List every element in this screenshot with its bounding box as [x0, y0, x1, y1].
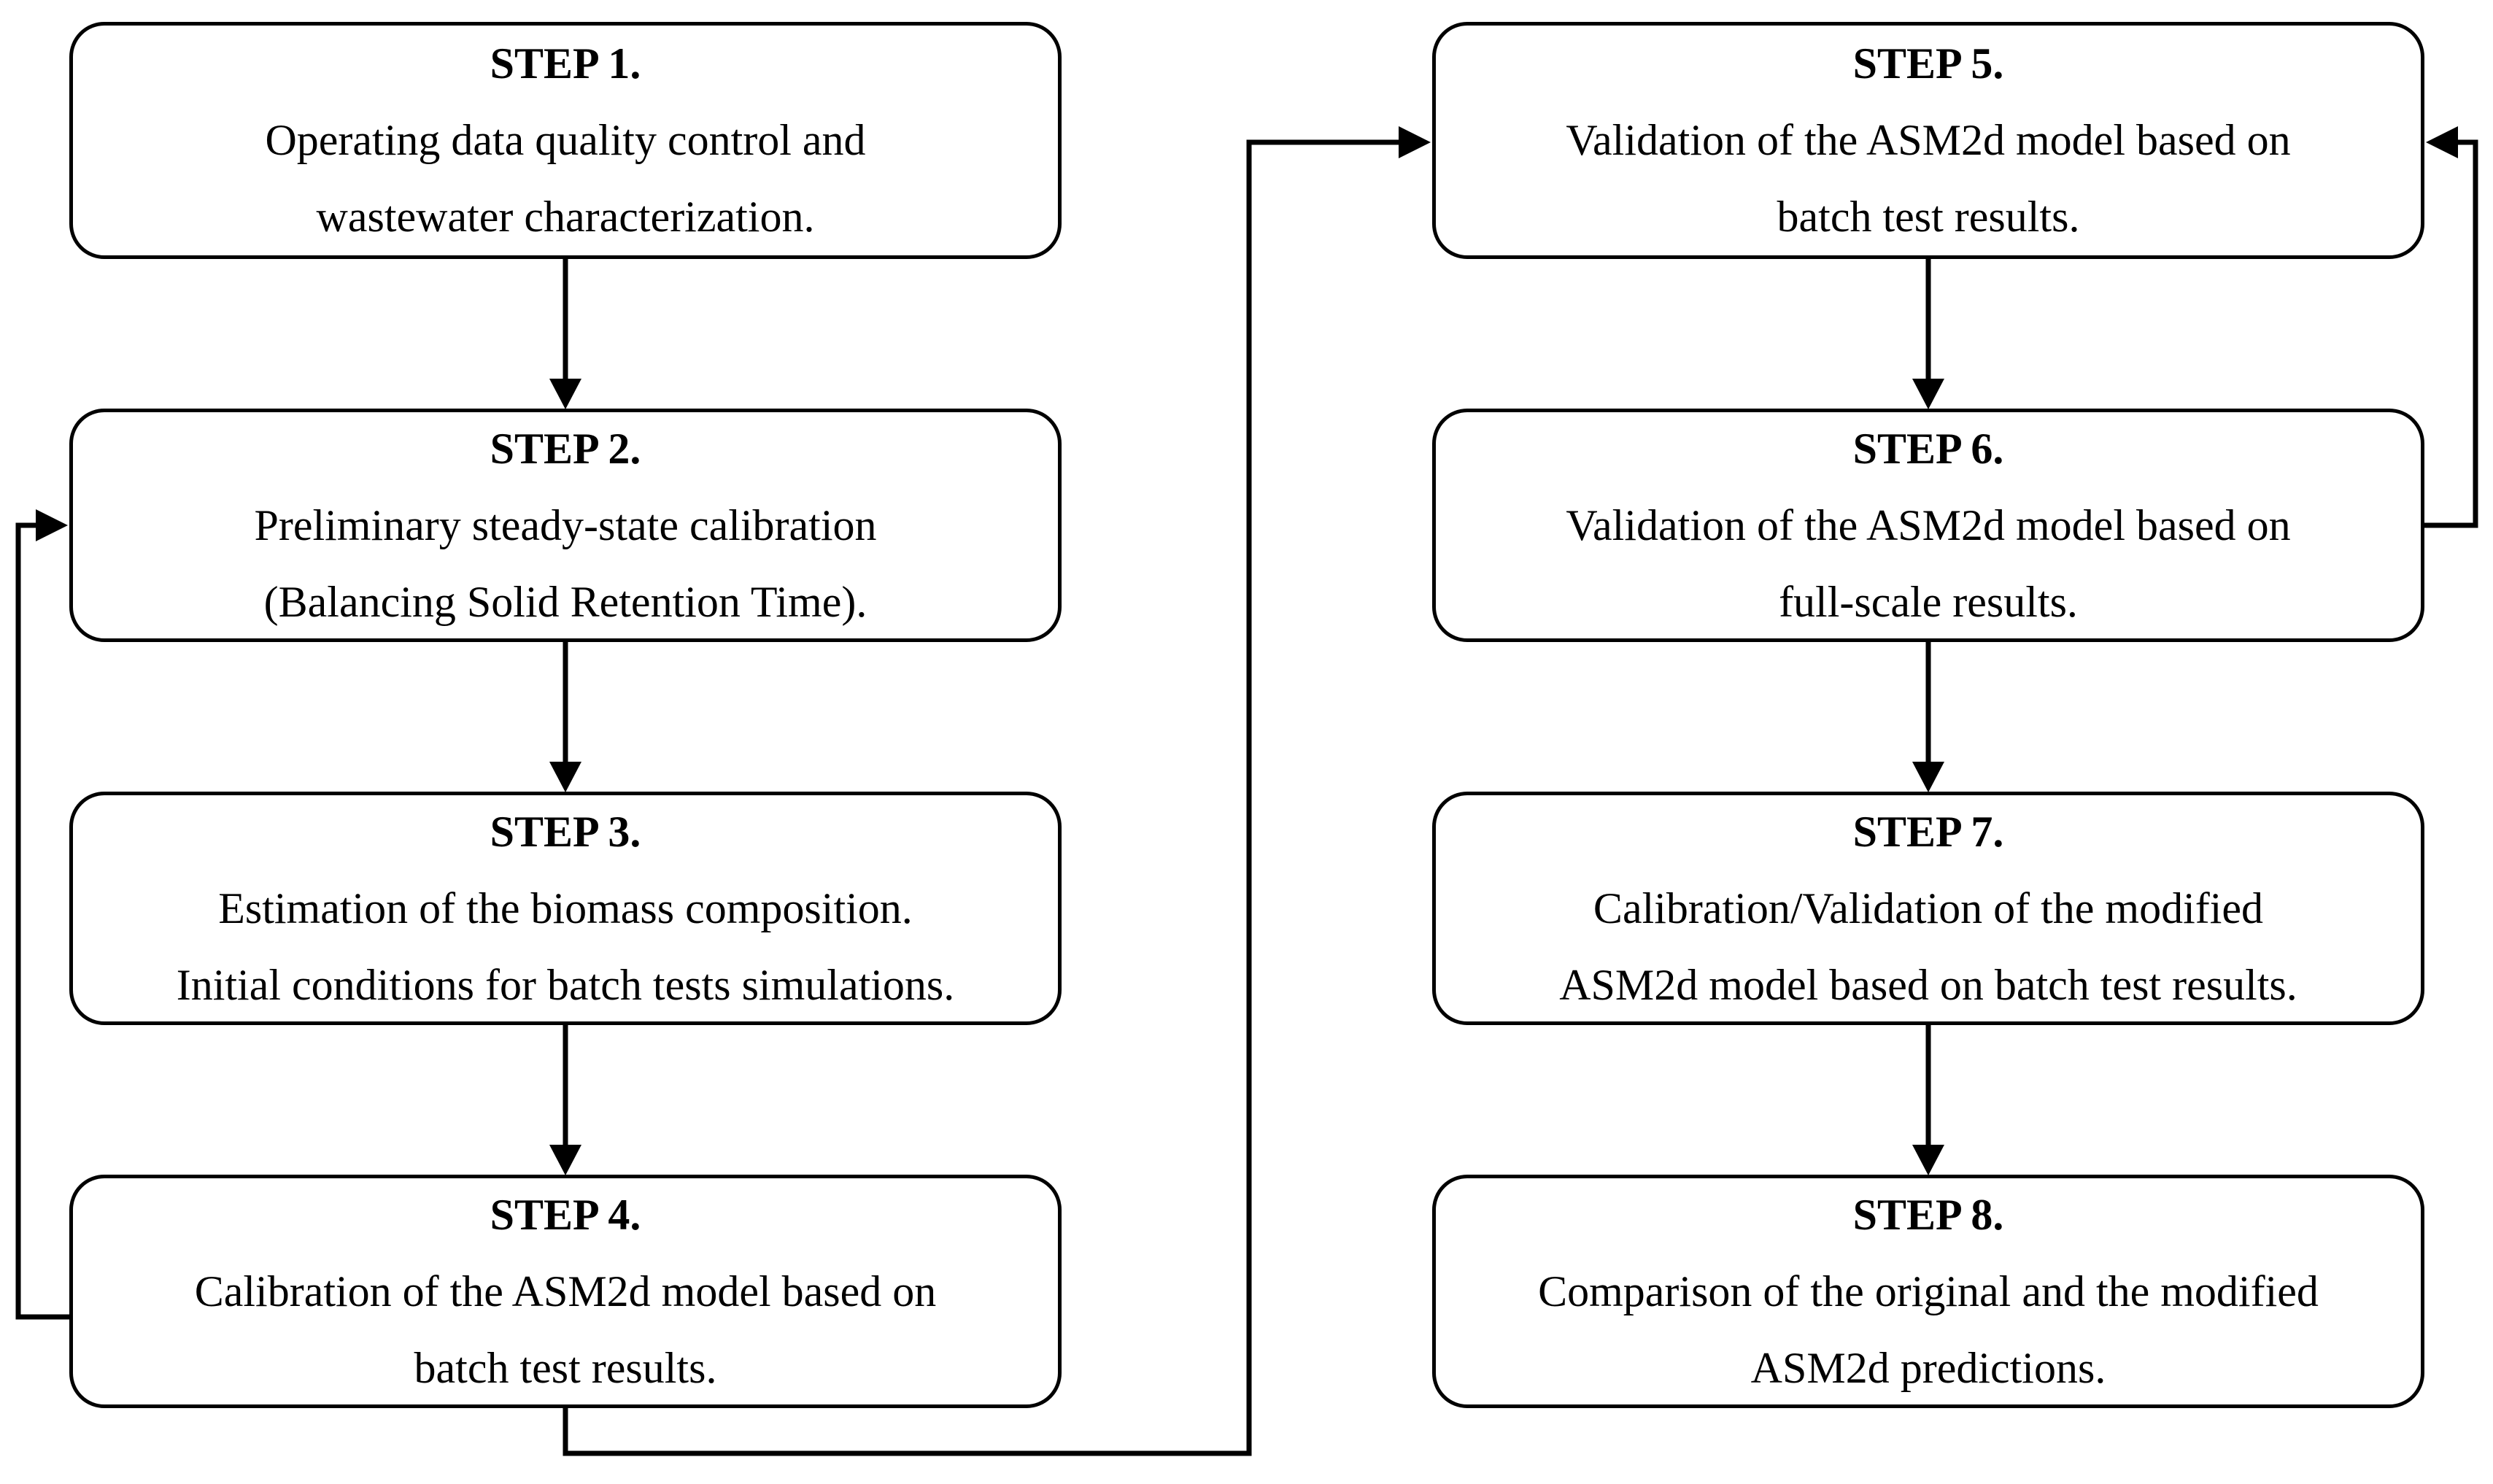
- arrow-step1-to-step2-head: [549, 379, 581, 409]
- step-6-text-line-1: Validation of the ASM2d model based on: [1566, 501, 2291, 549]
- step-1-title: STEP 1.: [490, 39, 641, 88]
- step-6-title: STEP 6.: [1852, 424, 2004, 473]
- step-1-text-line-2: wastewater characterization.: [316, 193, 815, 241]
- step-2-text-line-2: (Balancing Solid Retention Time).: [263, 577, 867, 626]
- step-1-text-line-1: Operating data quality control and: [265, 116, 866, 164]
- step-8-title: STEP 8.: [1852, 1190, 2004, 1239]
- step-2-text-line-1: Preliminary steady-state calibration: [254, 501, 877, 549]
- feedback-step4-to-step2-line: [15, 522, 69, 1320]
- step-8-box: STEP 8. Comparison of the original and t…: [1432, 1175, 2424, 1408]
- step-3-text-line-2: Initial conditions for batch tests simul…: [176, 960, 955, 1009]
- step-7-text-line-2: ASM2d model based on batch test results.: [1559, 960, 2297, 1009]
- step-3-text-line-1: Estimation of the biomass composition.: [218, 884, 913, 932]
- step-1-box: STEP 1. Operating data quality control a…: [69, 22, 1062, 259]
- step-5-text-line-1: Validation of the ASM2d model based on: [1566, 116, 2291, 164]
- arrow-step3-to-step4-head: [549, 1145, 581, 1175]
- step-2-box: STEP 2. Preliminary steady-state calibra…: [69, 409, 1062, 642]
- step-5-box: STEP 5. Validation of the ASM2d model ba…: [1432, 22, 2424, 259]
- step-5-text-line-2: batch test results.: [1777, 193, 2080, 241]
- step-5-title: STEP 5.: [1852, 39, 2004, 88]
- arrow-step7-to-step8-head: [1912, 1145, 1944, 1175]
- connector-step4-to-step5-line: [563, 139, 1399, 1456]
- step-4-text-line-2: batch test results.: [414, 1343, 717, 1392]
- step-8-text-line-1: Comparison of the original and the modif…: [1538, 1267, 2319, 1315]
- connector-step4-to-step5-head: [1399, 126, 1431, 158]
- step-7-box: STEP 7. Calibration/Validation of the mo…: [1432, 792, 2424, 1025]
- feedback-step4-to-step2-head: [36, 509, 68, 541]
- step-7-text-line-1: Calibration/Validation of the modified: [1593, 884, 2264, 932]
- arrow-step5-to-step6-head: [1912, 379, 1944, 409]
- step-6-text-line-2: full-scale results.: [1779, 577, 2078, 626]
- step-4-box: STEP 4. Calibration of the ASM2d model b…: [69, 1175, 1062, 1408]
- step-3-title: STEP 3.: [490, 807, 641, 856]
- arrow-step2-to-step3-head: [549, 762, 581, 792]
- feedback-step6-to-step5-line: [2424, 139, 2478, 528]
- step-6-box: STEP 6. Validation of the ASM2d model ba…: [1432, 409, 2424, 642]
- arrow-step6-to-step7-head: [1912, 762, 1944, 792]
- step-7-title: STEP 7.: [1852, 807, 2004, 856]
- feedback-step6-to-step5-head: [2426, 126, 2458, 158]
- step-3-box: STEP 3. Estimation of the biomass compos…: [69, 792, 1062, 1025]
- step-4-text-line-1: Calibration of the ASM2d model based on: [194, 1267, 937, 1315]
- step-8-text-line-2: ASM2d predictions.: [1750, 1343, 2106, 1392]
- step-4-title: STEP 4.: [490, 1190, 641, 1239]
- step-2-title: STEP 2.: [490, 424, 641, 473]
